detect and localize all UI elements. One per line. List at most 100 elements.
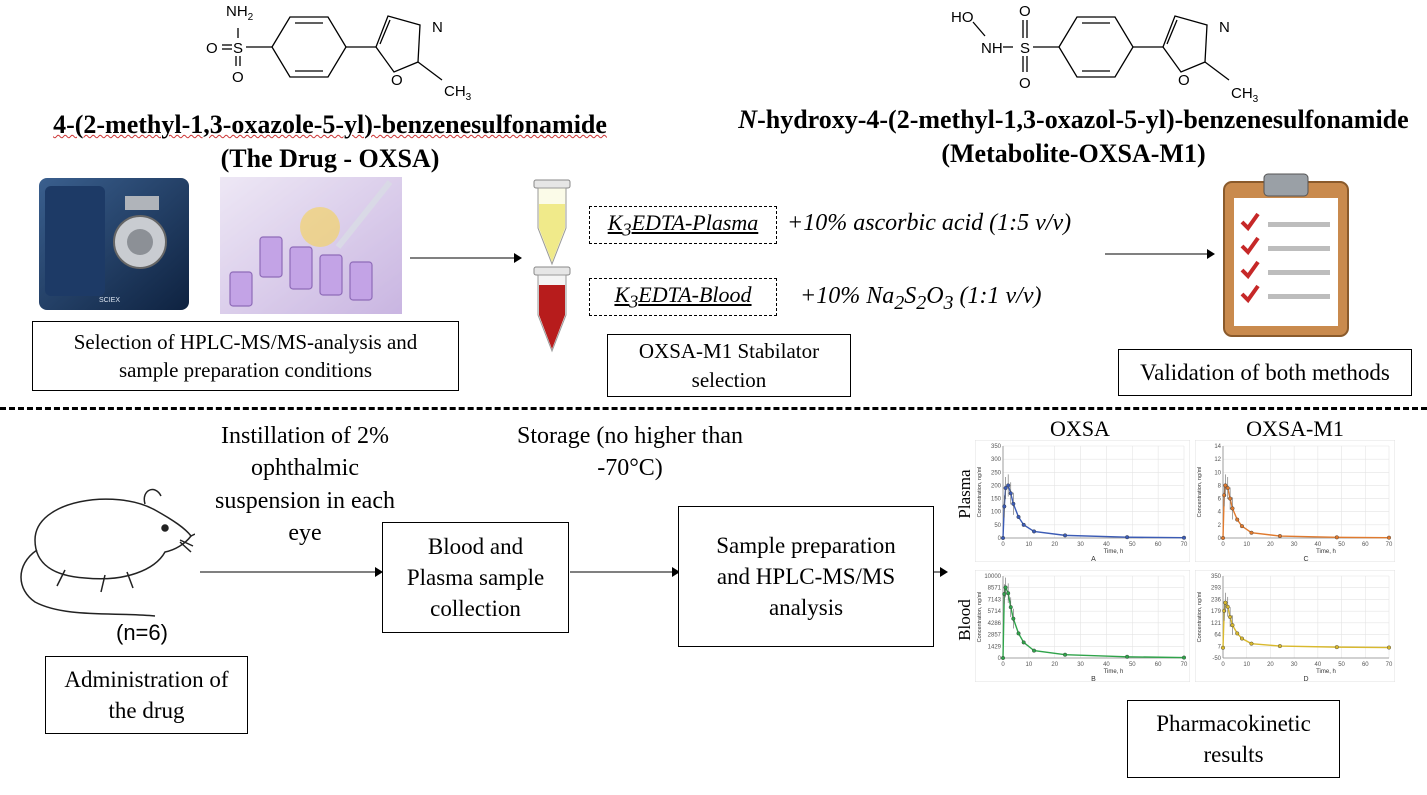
- x-tick-label: 60: [1362, 662, 1369, 668]
- atom-o-ring: O: [391, 72, 403, 89]
- data-point: [1011, 616, 1016, 621]
- x-tick-label: 40: [1103, 542, 1110, 548]
- data-point: [1008, 491, 1013, 496]
- data-point: [1002, 504, 1007, 509]
- y-tick-label: 121: [1211, 621, 1222, 627]
- metabolite-structure: HO NH S O O N O CH3: [951, 3, 1259, 105]
- y-tick-label: 2: [1218, 523, 1222, 529]
- plasma-tube-image: [533, 179, 571, 266]
- x-tick-label: 60: [1155, 542, 1162, 548]
- y-tick-label: 2857: [988, 633, 1002, 639]
- rat-illustration: [20, 488, 195, 617]
- x-tick-label: 40: [1103, 662, 1110, 668]
- stabilator-selection-box: OXSA-M1 Stabilator selection: [607, 334, 851, 397]
- data-point: [1223, 483, 1228, 488]
- data-point: [1225, 486, 1230, 491]
- blood-stabilizer: +10% Na2S2O3 (1:1 v/v): [800, 283, 1042, 314]
- data-point: [1021, 522, 1026, 527]
- data-point: [1016, 631, 1021, 636]
- data-point: [1221, 535, 1226, 540]
- atom-ch3: CH3: [444, 83, 472, 100]
- row-title-blood: Blood: [955, 599, 974, 641]
- x-tick-label: 10: [1026, 662, 1033, 668]
- data-point: [1249, 641, 1254, 646]
- y-tick-label: 4: [1218, 510, 1222, 516]
- atom-o-top: O: [1019, 3, 1031, 20]
- data-point: [1334, 645, 1339, 650]
- data-point: [1125, 654, 1130, 659]
- data-point: [1228, 496, 1233, 501]
- data-point: [1386, 645, 1391, 650]
- y-tick-label: 64: [1214, 633, 1221, 639]
- storage-text: Storage (no higher than -70°C): [517, 423, 743, 482]
- x-tick-label: 0: [1001, 542, 1005, 548]
- metabolite-label: (Metabolite-OXSA-M1): [941, 138, 1206, 168]
- y-tick-label: 0: [998, 536, 1002, 542]
- y-tick-label: 7143: [988, 597, 1002, 603]
- data-point: [1277, 644, 1282, 649]
- x-axis-label: Time, h: [1104, 549, 1124, 555]
- x-tick-label: 10: [1243, 662, 1250, 668]
- atom-o-bottom: O: [232, 69, 244, 86]
- y-tick-label: 7: [1218, 644, 1222, 650]
- data-point: [1003, 486, 1008, 491]
- chart-frame: [975, 570, 1190, 682]
- atom-s: S: [233, 40, 243, 57]
- x-tick-label: 50: [1338, 542, 1345, 548]
- atom-nh2: NH2: [226, 3, 254, 23]
- y-tick-label: 6: [1218, 497, 1222, 503]
- data-point: [1230, 506, 1235, 511]
- data-point: [1021, 640, 1026, 645]
- y-tick-label: 179: [1211, 609, 1222, 615]
- data-point: [1235, 631, 1240, 636]
- y-tick-label: 293: [1211, 586, 1222, 592]
- x-tick-label: 20: [1267, 662, 1274, 668]
- section-divider: [0, 407, 1427, 410]
- x-tick-label: 10: [1243, 542, 1250, 548]
- data-point: [1003, 585, 1008, 590]
- x-tick-label: 20: [1051, 542, 1058, 548]
- x-tick-label: 20: [1051, 662, 1058, 668]
- y-tick-label: 12: [1214, 457, 1221, 463]
- blood-label: K3EDTA-Blood: [614, 281, 752, 312]
- data-point: [1230, 623, 1235, 628]
- x-tick-label: 0: [1001, 662, 1005, 668]
- y-tick-label: 0: [1218, 536, 1222, 542]
- x-tick-label: 0: [1221, 662, 1225, 668]
- y-tick-label: 350: [991, 444, 1002, 450]
- panel-letter: C: [1303, 556, 1308, 562]
- selection-conditions-box: Selection of HPLC-MS/MS-analysis and sam…: [32, 321, 459, 391]
- metabolite-prefix: N: [738, 105, 758, 134]
- x-tick-label: 70: [1181, 662, 1188, 668]
- clipboard-checklist-icon: [1223, 173, 1349, 337]
- x-tick-label: 60: [1362, 542, 1369, 548]
- plasma-label-box: K3EDTA-Plasma: [589, 206, 777, 244]
- arrow-prep-to-results: [934, 567, 948, 577]
- chart-frame: [1195, 440, 1395, 562]
- blood-label-box: K3EDTA-Blood: [589, 278, 777, 316]
- arrow-to-validation: [1105, 249, 1215, 259]
- x-tick-label: 70: [1181, 542, 1188, 548]
- data-point: [1011, 501, 1016, 506]
- data-point: [1002, 592, 1007, 597]
- x-tick-label: 50: [1129, 542, 1136, 548]
- x-tick-label: 60: [1155, 662, 1162, 668]
- data-point: [1032, 529, 1037, 534]
- panel-letter: B: [1091, 676, 1096, 682]
- x-tick-label: 30: [1077, 662, 1084, 668]
- y-tick-label: 236: [1211, 597, 1222, 603]
- arrow-admin-to-collection: [200, 567, 383, 577]
- arrow-collection-to-prep: [570, 567, 680, 577]
- x-tick-label: 70: [1386, 542, 1393, 548]
- data-point: [1125, 535, 1130, 540]
- plasma-stabilizer: +10% ascorbic acid (1:5 v/v): [787, 210, 1072, 236]
- row-title-plasma: Plasma: [955, 469, 974, 519]
- data-point: [1223, 600, 1228, 605]
- panel-letter: A: [1091, 556, 1096, 562]
- y-tick-label: 300: [991, 457, 1002, 463]
- y-tick-label: 200: [991, 483, 1002, 489]
- drug-structure: NH2 S O O N O CH3: [206, 3, 472, 100]
- x-tick-label: 50: [1338, 662, 1345, 668]
- atom-o-bottom: O: [1019, 75, 1031, 92]
